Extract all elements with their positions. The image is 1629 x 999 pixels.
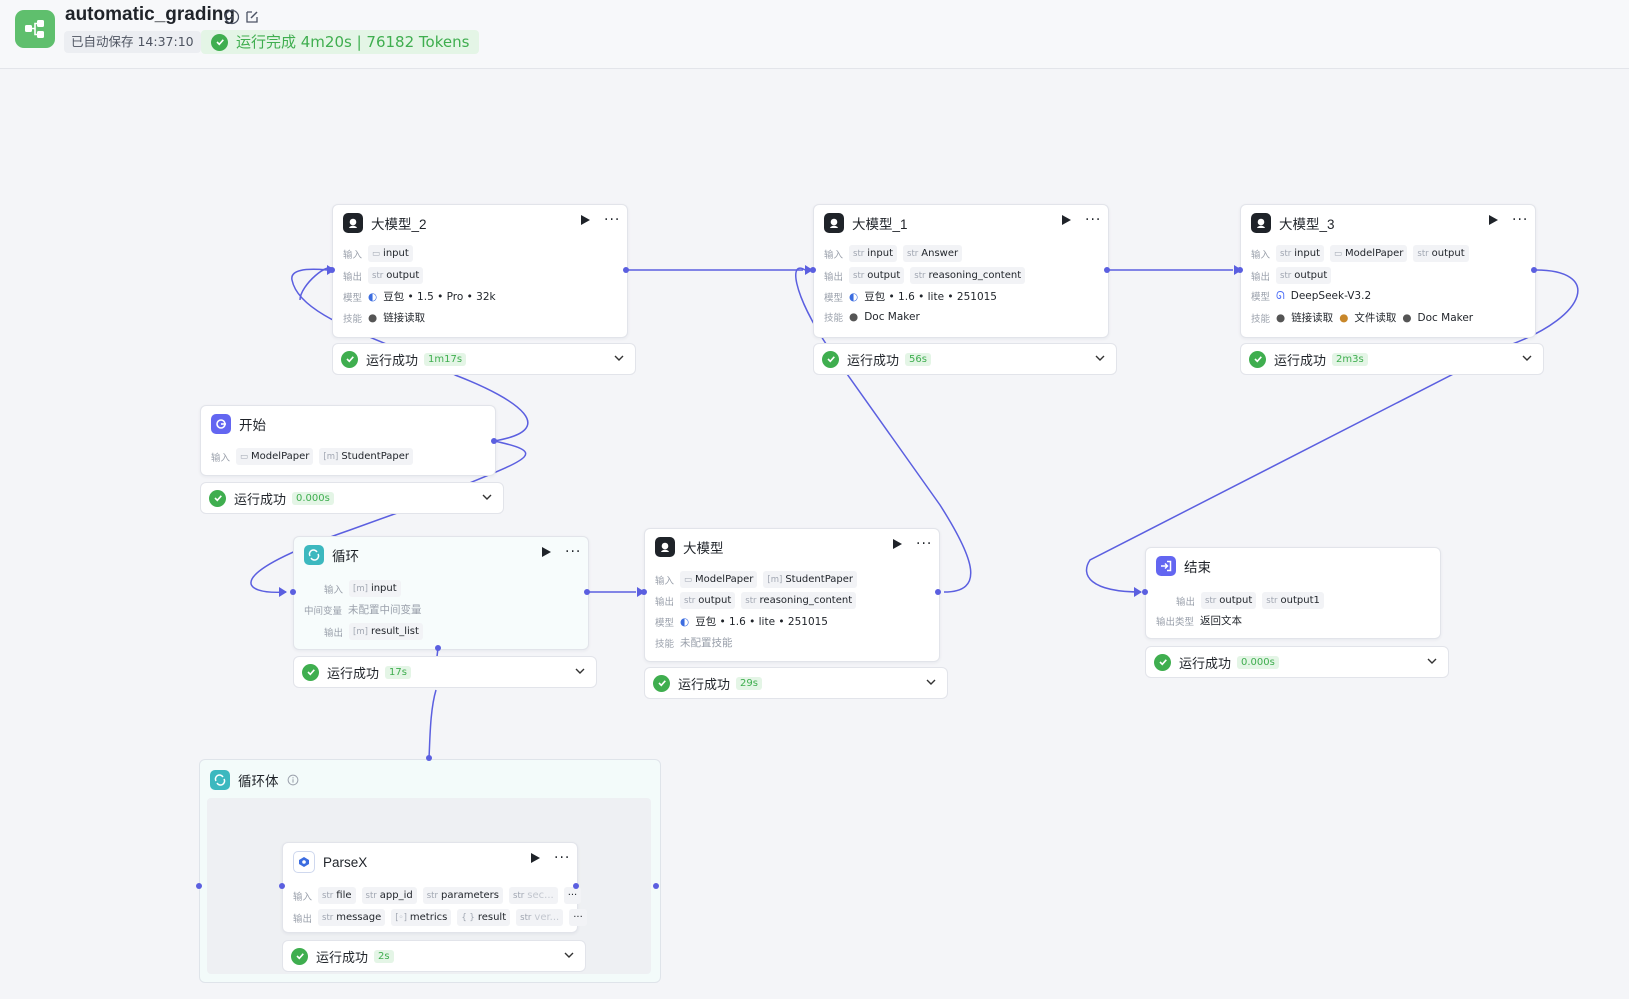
port-dot[interactable] bbox=[279, 883, 285, 889]
chevron-down-icon[interactable] bbox=[574, 665, 586, 677]
play-icon[interactable] bbox=[542, 547, 551, 557]
input-tag: ▭input bbox=[368, 245, 413, 262]
edge-llm3-end bbox=[1085, 269, 1579, 593]
chevron-down-icon[interactable] bbox=[925, 676, 937, 688]
port-dot[interactable] bbox=[641, 589, 647, 595]
port-dot[interactable] bbox=[573, 883, 579, 889]
start-icon bbox=[211, 414, 231, 434]
status-llm2[interactable]: 运行成功 1m17s bbox=[332, 343, 636, 375]
port-dot[interactable] bbox=[584, 589, 590, 595]
port-dot[interactable] bbox=[196, 883, 202, 889]
check-icon bbox=[209, 489, 226, 507]
parsex-icon bbox=[293, 851, 315, 873]
edge-llm-llm1 bbox=[795, 267, 972, 593]
loop-icon bbox=[304, 545, 324, 565]
llm-icon bbox=[343, 213, 363, 233]
status-loop[interactable]: 运行成功 17s bbox=[293, 656, 597, 688]
info-icon[interactable] bbox=[287, 774, 299, 786]
node-start[interactable]: 开始 输入▭ModelPaper[m]StudentPaper bbox=[200, 405, 496, 476]
more-icon[interactable]: ··· bbox=[916, 536, 933, 552]
run-summary-badge: 运行完成 4m20s | 76182 Tokens bbox=[201, 30, 480, 54]
port-dot[interactable] bbox=[1531, 267, 1537, 273]
play-icon[interactable] bbox=[893, 539, 902, 549]
check-icon bbox=[341, 350, 358, 368]
port-dot[interactable] bbox=[290, 589, 296, 595]
info-icon[interactable] bbox=[224, 9, 240, 25]
check-icon bbox=[302, 663, 319, 681]
chevron-down-icon[interactable] bbox=[481, 491, 493, 503]
port-dot[interactable] bbox=[329, 267, 335, 273]
port-dot[interactable] bbox=[653, 883, 659, 889]
check-icon bbox=[653, 674, 670, 692]
llm-icon bbox=[1251, 213, 1271, 233]
status-llm1[interactable]: 运行成功 56s bbox=[813, 343, 1117, 375]
port-dot[interactable] bbox=[935, 589, 941, 595]
play-icon[interactable] bbox=[531, 853, 540, 863]
status-llm[interactable]: 运行成功 29s bbox=[644, 667, 948, 699]
play-icon[interactable] bbox=[581, 215, 590, 225]
run-summary-text: 运行完成 4m20s | 76182 Tokens bbox=[236, 33, 470, 51]
play-icon[interactable] bbox=[1489, 215, 1498, 225]
node-title: 大模型_2 bbox=[371, 217, 427, 232]
check-icon bbox=[1249, 350, 1266, 368]
port-dot[interactable] bbox=[435, 645, 441, 651]
more-icon[interactable]: ··· bbox=[565, 544, 582, 560]
status-start[interactable]: 运行成功 0.000s bbox=[200, 482, 504, 514]
status-end[interactable]: 运行成功 0.000s bbox=[1145, 646, 1449, 678]
autosave-badge: 已自动保存 14:37:10 bbox=[64, 31, 201, 53]
port-dot[interactable] bbox=[623, 267, 629, 273]
more-icon[interactable]: ··· bbox=[604, 212, 621, 228]
node-loop[interactable]: 循环 ··· 输入[m]input 中间变量未配置中间变量 输出[m]resul… bbox=[293, 536, 589, 650]
play-icon[interactable] bbox=[1062, 215, 1071, 225]
check-icon bbox=[211, 33, 228, 51]
more-icon[interactable]: ··· bbox=[1512, 212, 1529, 228]
chevron-down-icon[interactable] bbox=[1521, 352, 1533, 364]
check-icon bbox=[822, 350, 839, 368]
port-dot[interactable] bbox=[1142, 589, 1148, 595]
llm-icon bbox=[824, 213, 844, 233]
edit-icon[interactable] bbox=[244, 9, 260, 25]
port-dot[interactable] bbox=[1104, 267, 1110, 273]
more-icon[interactable]: ··· bbox=[554, 850, 571, 866]
workflow-app-icon bbox=[15, 10, 55, 48]
check-icon bbox=[1154, 653, 1171, 671]
workflow-title: automatic_grading bbox=[65, 4, 235, 25]
chevron-down-icon[interactable] bbox=[563, 949, 575, 961]
port-dot[interactable] bbox=[491, 438, 497, 444]
more-icon[interactable]: ··· bbox=[1085, 212, 1102, 228]
status-llm3[interactable]: 运行成功 2m3s bbox=[1240, 343, 1544, 375]
llm-icon bbox=[655, 537, 675, 557]
chevron-down-icon[interactable] bbox=[1094, 352, 1106, 364]
port-dot[interactable] bbox=[810, 267, 816, 273]
top-bar: automatic_grading 已自动保存 14:37:10 运行完成 4m… bbox=[0, 0, 1629, 69]
chevron-down-icon[interactable] bbox=[613, 352, 625, 364]
loop-icon bbox=[210, 770, 230, 790]
port-dot[interactable] bbox=[1237, 267, 1243, 273]
chevron-down-icon[interactable] bbox=[1426, 655, 1438, 667]
check-icon bbox=[291, 947, 308, 965]
port-dot[interactable] bbox=[426, 755, 432, 761]
end-icon bbox=[1156, 556, 1176, 576]
status-parsex[interactable]: 运行成功 2s bbox=[282, 940, 586, 972]
